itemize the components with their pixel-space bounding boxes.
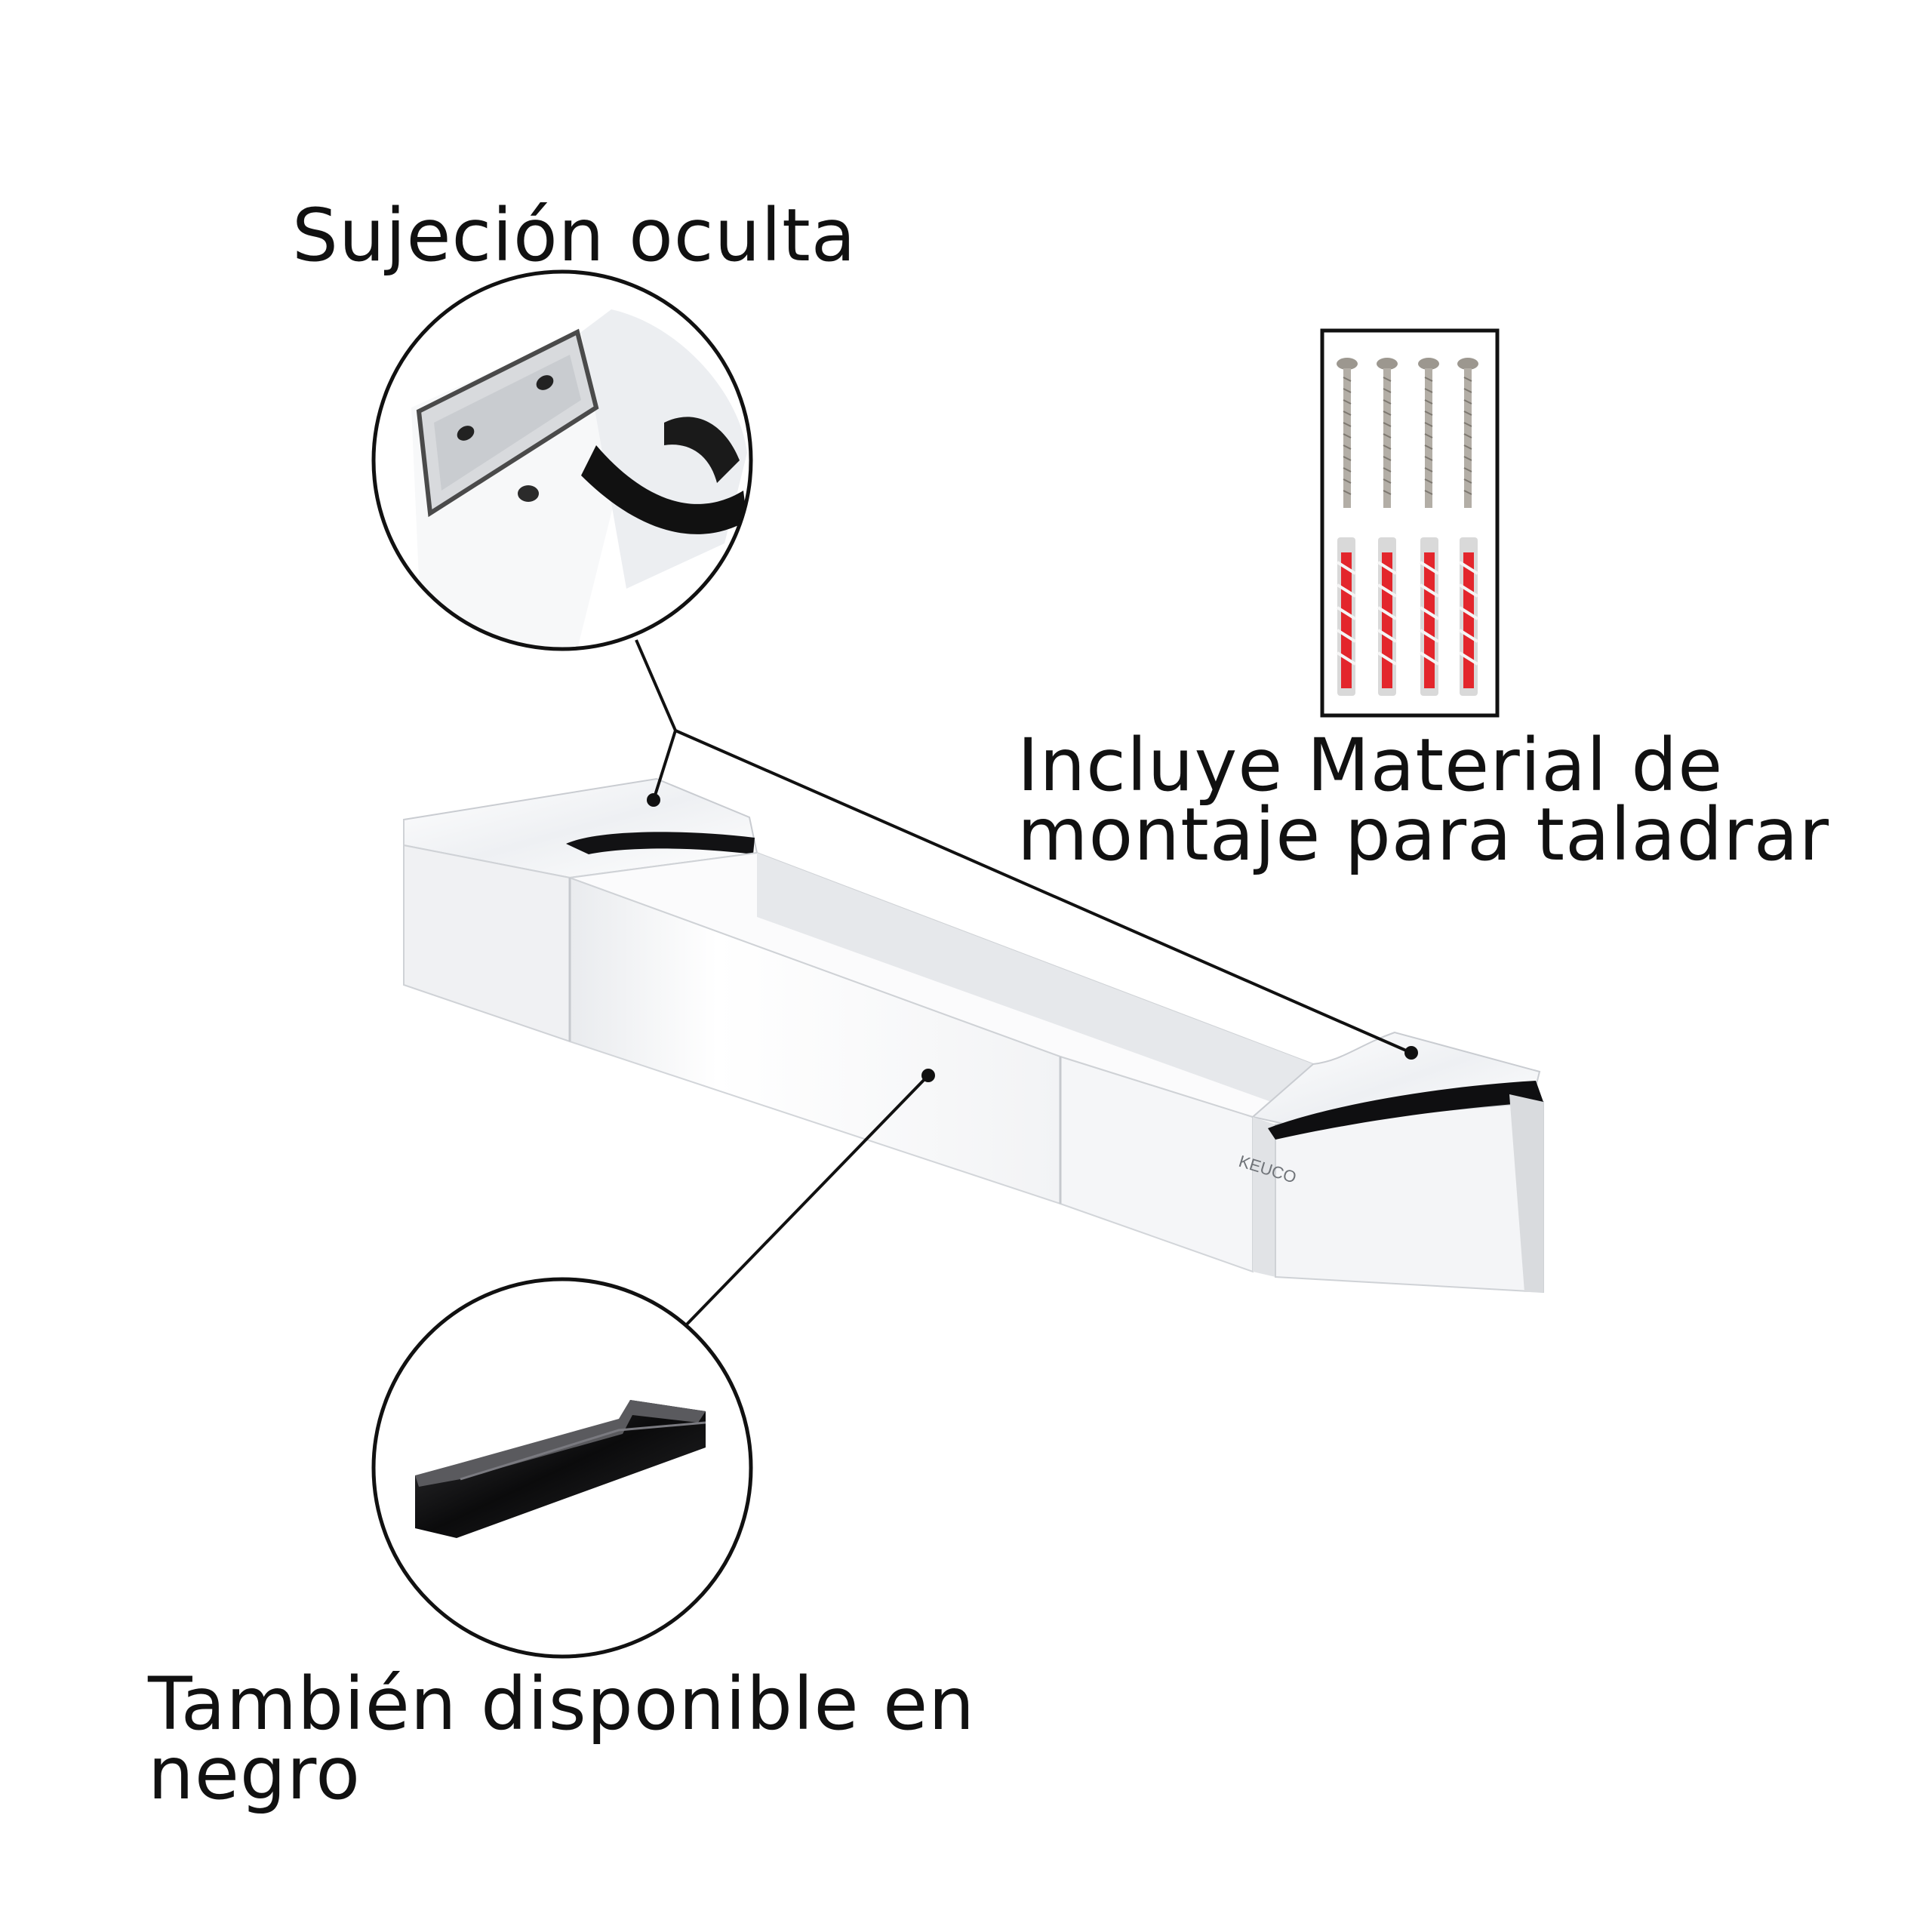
caption-black-line-2: negro — [148, 1731, 361, 1816]
black-grab-bar — [415, 1400, 706, 1538]
wall-plug-set — [1336, 537, 1479, 696]
screw-hole-right — [536, 375, 554, 390]
screw-set — [1337, 358, 1478, 508]
set-screw — [518, 485, 539, 502]
callout-line-hidden-fixing — [635, 639, 678, 801]
callout-lines — [635, 639, 1412, 1330]
caption-black-line-1: También disponible en — [148, 1662, 976, 1746]
screw-hole-left — [457, 426, 475, 441]
caption-hidden-fixing: Sujeción oculta — [292, 199, 857, 272]
hidden-fixing-detail — [371, 269, 753, 651]
black-variant-detail — [371, 1277, 753, 1659]
callout-line-black-variant — [681, 1074, 930, 1330]
caption-black-variant: También disponible en negro — [148, 1662, 976, 1816]
grab-bar-chrome — [403, 777, 1544, 1294]
callout-line-right-mount — [675, 729, 1412, 1054]
caption-hidden-fixing-text: Sujeción oculta — [292, 193, 857, 278]
mounting-kit — [1320, 328, 1500, 718]
caption-mounting-line-2: montaje para taladrar — [1017, 792, 1830, 877]
caption-mounting-line-1: Incluye Material de — [1017, 723, 1724, 808]
caption-mounting-material: Incluye Material de montaje para taladra… — [1017, 723, 1830, 877]
callout-dots — [647, 793, 1418, 1082]
